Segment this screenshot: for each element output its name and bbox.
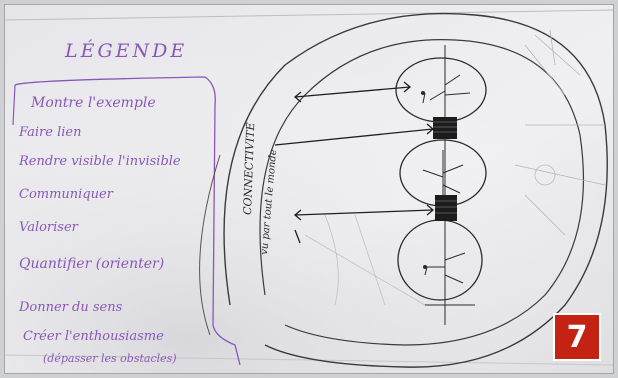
whiteboard-drawing: LÉGENDE Montre l'exemple Faire lien Rend… [5,5,613,373]
inner-oval [259,39,585,346]
legend-item-9: (dépasser les obstacles) [43,352,177,365]
legend-item-5: Valoriser [19,220,79,235]
legend-box-outline [14,76,241,366]
legend-item-7: Donner du sens [18,300,123,315]
connection-knot-lower [435,195,457,221]
legend-item-8: Créer l'enthousiasme [23,329,164,344]
diagram-label-connectivity: CONNECTIVITÉ [240,122,257,215]
slide-number-badge: 7 [553,313,601,361]
whiteboard-photo: LÉGENDE Montre l'exemple Faire lien Rend… [4,4,614,374]
legend-item-3: Rendre visible l'invisible [18,154,181,169]
arrows [274,81,435,244]
legend-item-1: Montre l'exemple [30,95,156,111]
connection-knot-upper [433,117,457,139]
outer-oval [223,12,608,368]
legend-item-2: Faire lien [18,125,81,140]
legend-item-4: Communiquer [19,187,114,202]
legend-item-6: Quantifier (orienter) [19,256,164,272]
legend-title: LÉGENDE [64,39,187,62]
